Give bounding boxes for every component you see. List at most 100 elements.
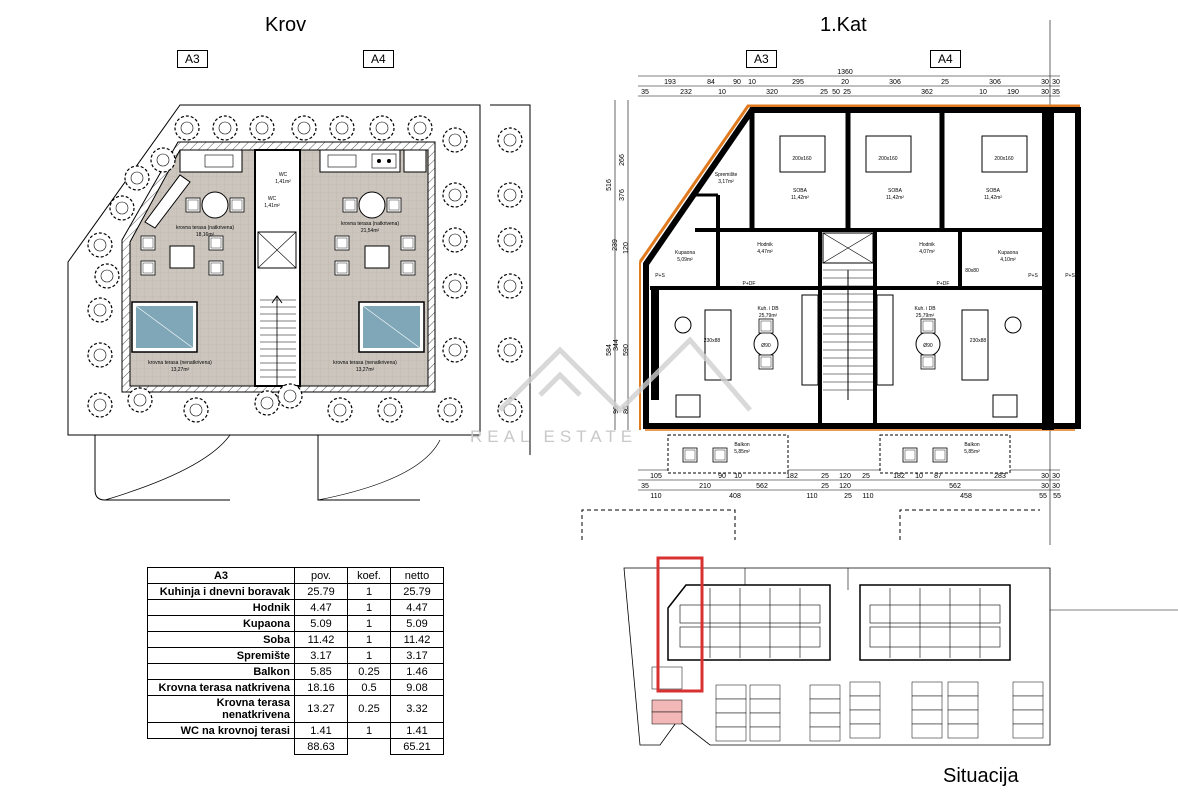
svg-text:200x160: 200x160 bbox=[994, 156, 1013, 162]
svg-text:P+S: P+S bbox=[1065, 273, 1075, 279]
svg-text:35: 35 bbox=[1052, 89, 1060, 96]
svg-text:Kupaona: Kupaona bbox=[998, 250, 1018, 256]
svg-text:25: 25 bbox=[862, 473, 870, 480]
svg-text:193: 193 bbox=[664, 79, 676, 86]
svg-text:283: 283 bbox=[994, 473, 1006, 480]
svg-text:P+S: P+S bbox=[1028, 273, 1038, 279]
svg-text:WC: WC bbox=[268, 196, 277, 202]
svg-text:239: 239 bbox=[612, 239, 619, 251]
svg-text:25: 25 bbox=[821, 483, 829, 490]
svg-text:55: 55 bbox=[1039, 493, 1047, 500]
svg-text:200x160: 200x160 bbox=[878, 156, 897, 162]
svg-text:120: 120 bbox=[623, 242, 630, 254]
svg-text:10: 10 bbox=[979, 89, 987, 96]
svg-text:P+DF: P+DF bbox=[937, 281, 950, 287]
svg-text:306: 306 bbox=[989, 79, 1001, 86]
svg-text:25: 25 bbox=[821, 473, 829, 480]
svg-text:230x88: 230x88 bbox=[970, 338, 987, 344]
svg-text:90: 90 bbox=[718, 473, 726, 480]
area-table: A3 pov. koef. netto Kuhinja i dnevni bor… bbox=[147, 567, 444, 755]
svg-text:SOBA: SOBA bbox=[793, 188, 808, 194]
total-pov: 88.63 bbox=[294, 738, 348, 755]
roof-tag-a3: A3 bbox=[177, 50, 208, 68]
svg-text:21,54m²: 21,54m² bbox=[361, 228, 380, 234]
svg-text:90: 90 bbox=[733, 79, 741, 86]
svg-text:120: 120 bbox=[839, 473, 851, 480]
svg-text:Ø90: Ø90 bbox=[761, 343, 771, 349]
svg-text:krovna terasa (nenatkrivena): krovna terasa (nenatkrivena) bbox=[333, 360, 397, 366]
svg-text:Kuh. i DB: Kuh. i DB bbox=[914, 306, 936, 312]
svg-text:84: 84 bbox=[707, 79, 715, 86]
svg-text:562: 562 bbox=[756, 483, 768, 490]
svg-text:3,17m²: 3,17m² bbox=[718, 179, 734, 185]
svg-text:Balkon: Balkon bbox=[964, 442, 980, 448]
svg-text:86: 86 bbox=[623, 406, 630, 414]
svg-text:320: 320 bbox=[766, 89, 778, 96]
table-total-row: 88.63 65.21 bbox=[148, 738, 444, 755]
svg-text:87: 87 bbox=[934, 473, 942, 480]
svg-text:232: 232 bbox=[680, 89, 692, 96]
svg-text:25: 25 bbox=[941, 79, 949, 86]
site-plan bbox=[623, 556, 1178, 746]
roof-plan: WC 1,41m² WC 1,41m² krovna terasa (natkr… bbox=[67, 104, 531, 501]
svg-text:458: 458 bbox=[960, 493, 972, 500]
total-netto: 65.21 bbox=[390, 738, 444, 755]
svg-text:Kuh. i DB: Kuh. i DB bbox=[757, 306, 779, 312]
svg-text:WC: WC bbox=[279, 172, 288, 178]
svg-text:50: 50 bbox=[832, 89, 840, 96]
svg-text:408: 408 bbox=[729, 493, 741, 500]
svg-text:110: 110 bbox=[806, 493, 817, 500]
svg-text:11,42m²: 11,42m² bbox=[886, 195, 904, 201]
svg-text:18,16m²: 18,16m² bbox=[196, 232, 215, 238]
svg-text:295: 295 bbox=[792, 79, 804, 86]
svg-text:306: 306 bbox=[889, 79, 901, 86]
svg-text:190: 190 bbox=[1007, 89, 1019, 96]
svg-text:120: 120 bbox=[839, 483, 851, 490]
svg-text:4,07m²: 4,07m² bbox=[919, 249, 935, 255]
svg-text:10: 10 bbox=[915, 473, 923, 480]
svg-text:20: 20 bbox=[841, 79, 849, 86]
svg-text:krovna terasa (natkrivena): krovna terasa (natkrivena) bbox=[176, 225, 234, 231]
watermark-logo bbox=[498, 336, 752, 414]
svg-text:Balkon: Balkon bbox=[734, 442, 750, 448]
svg-text:30: 30 bbox=[1052, 473, 1060, 480]
floor-tag-a4: A4 bbox=[930, 50, 961, 68]
svg-text:584: 584 bbox=[606, 344, 613, 356]
svg-text:362: 362 bbox=[921, 89, 933, 96]
floor-tag-a3: A3 bbox=[746, 50, 777, 68]
svg-text:210: 210 bbox=[699, 483, 711, 490]
svg-text:Hodnik: Hodnik bbox=[757, 242, 773, 248]
svg-text:562: 562 bbox=[949, 483, 961, 490]
svg-text:105: 105 bbox=[650, 473, 662, 480]
svg-text:25: 25 bbox=[844, 493, 852, 500]
svg-text:SOBA: SOBA bbox=[888, 188, 903, 194]
site-title: Situacija bbox=[943, 765, 1019, 787]
svg-text:SOBA: SOBA bbox=[986, 188, 1001, 194]
svg-text:25: 25 bbox=[820, 89, 828, 96]
svg-text:Ø90: Ø90 bbox=[923, 343, 933, 349]
svg-text:30: 30 bbox=[1041, 473, 1049, 480]
header-pov: pov. bbox=[294, 567, 348, 584]
svg-text:110: 110 bbox=[862, 493, 873, 500]
svg-text:516: 516 bbox=[606, 179, 613, 191]
svg-text:200x160: 200x160 bbox=[792, 156, 811, 162]
svg-text:Hodnik: Hodnik bbox=[919, 242, 935, 248]
roof-title: Krov bbox=[265, 14, 307, 36]
svg-text:Spremište: Spremište bbox=[715, 172, 738, 178]
svg-text:230x88: 230x88 bbox=[704, 338, 721, 344]
header-netto: netto bbox=[390, 567, 444, 584]
svg-text:10: 10 bbox=[718, 89, 726, 96]
floor-title: 1.Kat bbox=[820, 14, 867, 36]
svg-text:P+S: P+S bbox=[655, 273, 665, 279]
svg-text:P+DF: P+DF bbox=[743, 281, 756, 287]
svg-text:110: 110 bbox=[650, 493, 661, 500]
svg-text:10: 10 bbox=[734, 473, 742, 480]
svg-text:30: 30 bbox=[1041, 89, 1049, 96]
svg-text:13,27m²: 13,27m² bbox=[356, 367, 375, 373]
